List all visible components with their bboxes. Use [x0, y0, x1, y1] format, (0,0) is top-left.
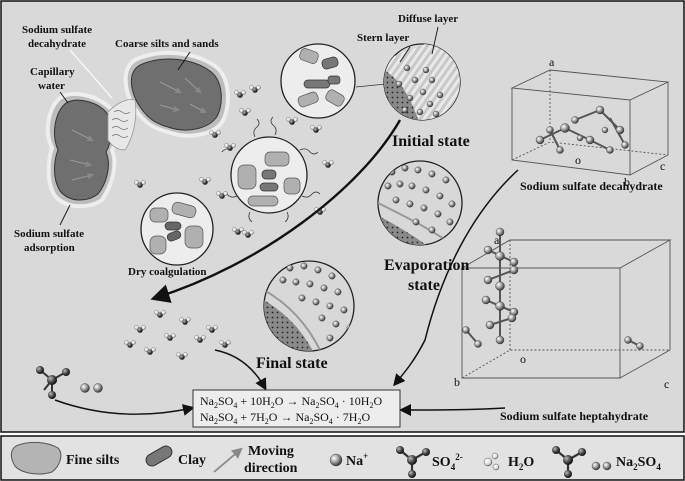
- evaporation-circle: [377, 160, 463, 246]
- axis-o-deca: o: [575, 153, 581, 167]
- h2o-molecule: [322, 160, 334, 168]
- axis-a-hepta: a: [494, 233, 500, 247]
- label-adsorption-2: adsorption: [24, 242, 75, 254]
- label-capillary-2: water: [38, 80, 65, 92]
- dry-coalgulation-circle: [140, 192, 214, 266]
- legend-so4-icon: [396, 446, 430, 478]
- axis-o-hepta: o: [520, 352, 526, 366]
- legend-so4: SO42-: [432, 452, 463, 472]
- decahydrate-atoms: [535, 105, 629, 154]
- legend-moving-2: direction: [244, 461, 298, 476]
- vapor-squiggles: [221, 116, 321, 223]
- h2o-molecule: [176, 352, 188, 360]
- h2o-molecule: [239, 108, 251, 116]
- legend-h2o: H2O: [508, 455, 534, 472]
- legend-moving-1: Moving: [248, 444, 294, 459]
- axis-c-hepta: c: [664, 377, 669, 391]
- leader-line-c1: [355, 83, 387, 88]
- leader-adsorption: [59, 204, 71, 226]
- legend-clay: Clay: [178, 453, 206, 468]
- h2o-molecule: [179, 317, 191, 325]
- heptahydrate-atoms: [462, 227, 644, 350]
- h2o-molecule: [134, 180, 146, 188]
- equation-box: [192, 389, 401, 428]
- legend-na2so4-icon: [552, 446, 612, 478]
- arrow-hepta-to-eq: [399, 403, 506, 416]
- heptahydrate-crystal: [460, 239, 672, 379]
- arrow-water-to-eq: [214, 349, 267, 391]
- equation-1: Na2SO4 + 10H2O → Na2SO4 · 10H2O: [200, 394, 382, 410]
- legend-fine-silts: Fine silts: [66, 453, 120, 468]
- arrow-to-eq1: [393, 169, 519, 387]
- flow-arrow-main: [150, 119, 402, 303]
- h2o-molecule: [249, 85, 261, 93]
- axis-b-hepta: b: [454, 375, 460, 389]
- legend-na-icon: [329, 453, 343, 467]
- label-decahydrate-top-2: decahydrate: [28, 38, 86, 50]
- caption-decahydrate: Sodium sulfate decahydrate: [520, 179, 663, 193]
- h2o-molecule: [219, 340, 231, 348]
- h2o-molecule: [194, 335, 206, 343]
- h2o-molecule: [124, 340, 136, 348]
- h2o-molecule: [232, 227, 244, 235]
- h2o-molecule: [134, 325, 146, 333]
- label-initial-state: Initial state: [392, 133, 470, 150]
- label-evaporation-2: state: [408, 277, 440, 294]
- label-stern-layer: Stern layer: [357, 32, 409, 44]
- label-capillary-1: Capillary: [30, 66, 75, 78]
- leader-diffuse: [431, 26, 439, 55]
- h2o-molecule: [154, 310, 166, 318]
- axis-c-deca: c: [660, 159, 665, 173]
- legend-na: Na+: [346, 451, 368, 469]
- legend-arrow-icon: [213, 447, 243, 473]
- arrow-na2so4-to-eq: [54, 399, 195, 416]
- leader-stern: [399, 46, 411, 63]
- h2o-molecule: [224, 143, 236, 151]
- h2o-molecules: [124, 85, 334, 360]
- h2o-molecule: [286, 117, 298, 125]
- legend-clay-icon: [145, 445, 173, 467]
- h2o-molecule: [234, 90, 246, 98]
- h2o-molecule: [242, 230, 254, 238]
- label-coarse-silts: Coarse silts and sands: [115, 38, 219, 50]
- h2o-molecule: [310, 125, 322, 133]
- leader-decahydrate: [69, 49, 113, 99]
- leader-coarse: [177, 51, 191, 71]
- axis-a-deca: a: [549, 55, 555, 69]
- legend-na2so4: Na2SO4: [616, 455, 661, 472]
- label-diffuse-layer: Diffuse layer: [398, 13, 458, 25]
- label-adsorption-1: Sodium sulfate: [14, 228, 84, 240]
- legend-h2o-icon: [483, 452, 500, 471]
- label-dry-coalgulation: Dry coalgulation: [128, 266, 207, 278]
- equation-2: Na2SO4 + 7H2O → Na2SO4 · 7H2O: [200, 410, 370, 426]
- soil-grain-cluster: [45, 50, 230, 209]
- caption-heptahydrate: Sodium sulfate heptahydrate: [500, 409, 649, 423]
- particle-circle-1: [280, 43, 356, 119]
- h2o-molecule: [216, 191, 228, 199]
- leader-capillary: [59, 91, 69, 104]
- label-final-state: Final state: [256, 355, 328, 372]
- label-evaporation-1: Evaporation: [384, 257, 469, 274]
- na2so4-cluster: [36, 366, 103, 399]
- h2o-molecule: [209, 130, 221, 138]
- particle-circle-3: [230, 136, 308, 214]
- axis-b-deca: b: [624, 175, 630, 189]
- legend-fine-silts-icon: [10, 441, 62, 475]
- h2o-molecule: [206, 325, 218, 333]
- h2o-molecule: [199, 177, 211, 185]
- label-decahydrate-top-1: Sodium sulfate: [22, 24, 92, 36]
- h2o-molecule: [144, 347, 156, 355]
- stern-diffuse-circle: [383, 43, 461, 121]
- h2o-molecule: [164, 333, 176, 341]
